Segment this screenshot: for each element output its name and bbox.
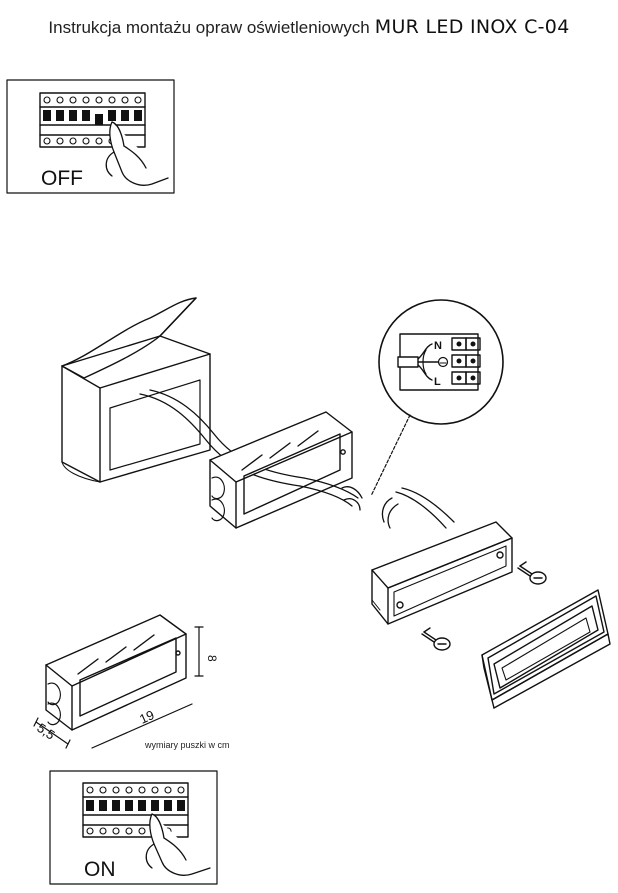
wall-with-opening	[61, 297, 211, 483]
box-dimensions-caption: wymiary puszki w cm	[144, 740, 230, 750]
ground-icon	[437, 356, 449, 368]
lamp-fixture	[371, 521, 513, 625]
switch-off-panel: OFF	[6, 79, 175, 194]
hand-icon-on	[145, 813, 211, 876]
wire-leads	[299, 477, 455, 529]
dimensioned-box	[45, 614, 187, 731]
box-height-label: 8	[205, 655, 219, 662]
switch-on-panel: ON	[49, 770, 218, 885]
hand-icon-off	[105, 121, 169, 186]
box-length-label: 19	[137, 707, 156, 727]
live-label: L	[434, 376, 441, 388]
breaker-strip-on	[82, 782, 189, 838]
on-label: ON	[84, 858, 116, 881]
installation-box	[209, 411, 353, 529]
title-prefix: Instrukcja montażu opraw oświetleniowych	[48, 18, 370, 37]
dimension-lines	[33, 626, 204, 749]
breaker-strip-off	[39, 92, 146, 148]
supply-cable	[139, 389, 305, 487]
screw-icon-bottom	[421, 627, 451, 651]
neutral-label: N	[434, 340, 442, 352]
front-cover	[481, 589, 611, 709]
terminal-block	[451, 337, 481, 385]
title-product: MUR LED INOX C-04	[374, 16, 570, 38]
page-title: Instrukcja montażu opraw oświetleniowych…	[0, 16, 618, 38]
screw-icon-top	[517, 561, 547, 585]
wiring-detail: N L	[370, 299, 504, 497]
off-label: OFF	[41, 167, 83, 190]
